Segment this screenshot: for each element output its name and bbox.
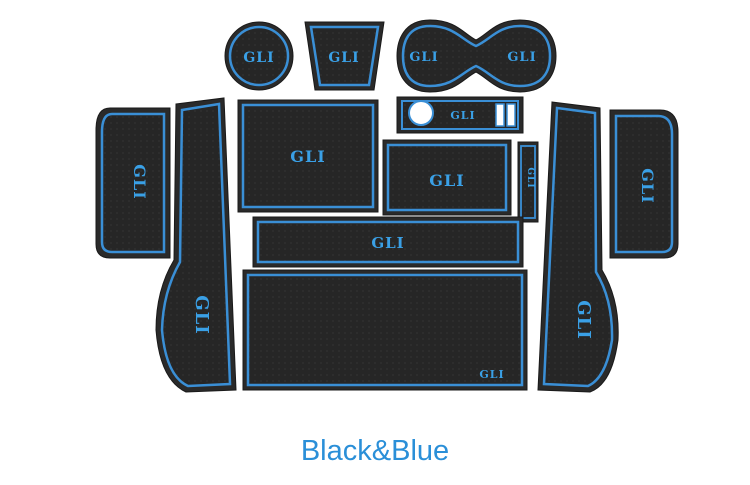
gli-logo: GLI: [290, 147, 325, 166]
gli-logo: GLI: [409, 50, 438, 65]
cup-holder-mat: GLI GLI: [396, 19, 557, 93]
gli-logo: GLI: [130, 164, 149, 199]
caption-color-label: Black&Blue: [300, 435, 450, 467]
center-upper-mat: GLI: [237, 99, 379, 213]
gli-logo: GLI: [243, 50, 274, 66]
gli-logo: GLI: [429, 171, 464, 190]
gli-logo: GLI: [638, 168, 657, 203]
gli-logo: GLI: [525, 167, 535, 188]
right-door-pocket-mat: GLI: [609, 109, 679, 259]
switch-panel-mat: GLI: [396, 96, 524, 134]
left-long-door-mat: GLI: [155, 97, 237, 393]
center-large-mat: GLI: [242, 269, 528, 391]
trapezoid-mat: GLI: [304, 21, 385, 91]
gli-logo: GLI: [507, 50, 536, 65]
gli-logo: GLI: [328, 50, 359, 66]
gli-logo: GLI: [479, 368, 504, 381]
gli-logo: GLI: [191, 295, 212, 334]
center-tray-mat: GLI: [382, 139, 512, 216]
right-long-door-mat: GLI: [537, 101, 619, 393]
gli-logo: GLI: [450, 109, 475, 122]
small-strip-mat: GLI: [517, 141, 539, 223]
center-strip-mat: GLI: [252, 216, 524, 268]
gli-logo: GLI: [371, 234, 404, 252]
round-coaster-mat: GLI: [224, 21, 294, 91]
left-door-pocket-mat: GLI: [95, 107, 171, 259]
gli-logo: GLI: [573, 300, 594, 339]
